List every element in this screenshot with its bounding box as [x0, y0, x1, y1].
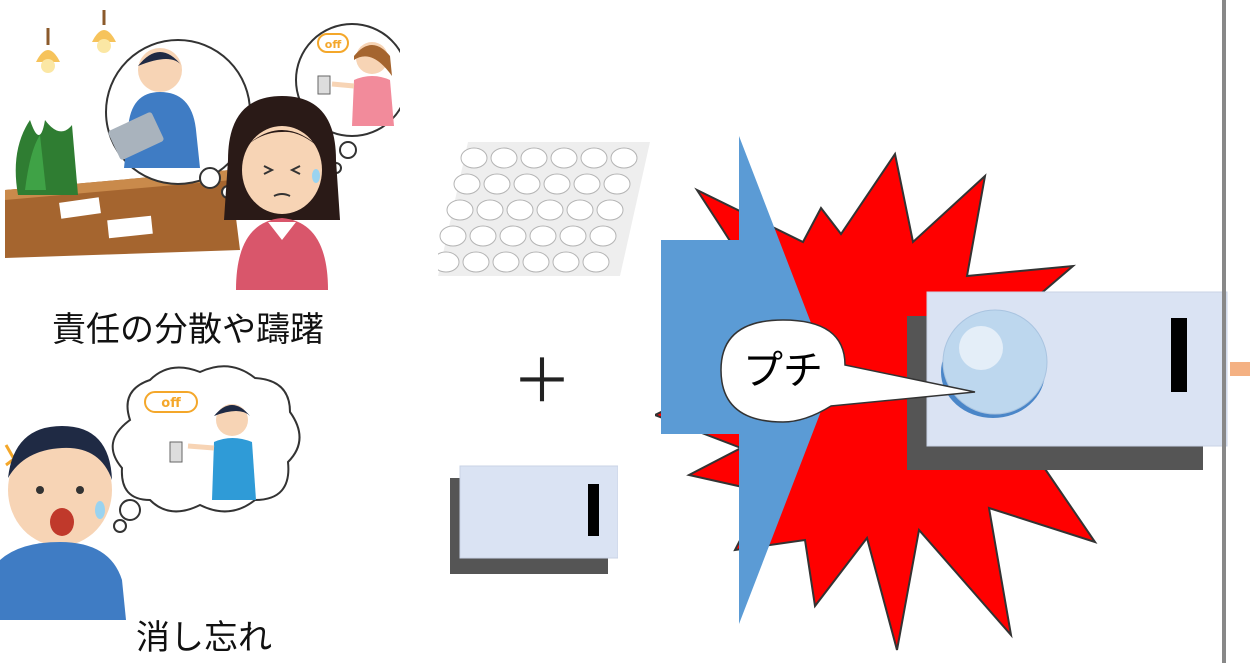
- bubble-cell: [610, 147, 638, 169]
- bubble-cell: [506, 199, 534, 221]
- bubble-cell: [483, 173, 511, 195]
- lamp-icon: [36, 10, 116, 73]
- diffusion-caption: 責任の分散や躊躇: [52, 310, 324, 350]
- bubble-cell: [589, 225, 617, 247]
- switch-zoom: [907, 291, 1228, 470]
- off-label: off: [161, 396, 181, 411]
- vertical-divider: [1222, 0, 1226, 663]
- woman-worried-icon: [224, 96, 340, 290]
- off-label: off: [325, 38, 342, 51]
- bubble-cell: [492, 251, 520, 273]
- bubble-cell: [552, 251, 580, 273]
- burst-diagram: プチ: [655, 136, 1228, 651]
- bubble-cell: [453, 173, 481, 195]
- bubble-cell: [462, 251, 490, 273]
- arrow-stub: [1230, 362, 1250, 376]
- bubble-cell: [550, 147, 578, 169]
- man-switch-icon: [111, 365, 301, 513]
- bubble-cell: [513, 173, 541, 195]
- bubble-cell: [520, 147, 548, 169]
- bubble-cell: [469, 225, 497, 247]
- bubble-cell: [490, 147, 518, 169]
- plant-icon: [15, 120, 78, 195]
- bubble-cell: [460, 147, 488, 169]
- bubble-cell: [439, 225, 467, 247]
- bubble-cell: [529, 225, 557, 247]
- forgot-caption: 消し忘れ: [136, 618, 272, 658]
- bubble-sphere-icon: [941, 309, 1048, 418]
- bubble-cell: [543, 173, 571, 195]
- diffusion-illustration: off: [5, 10, 400, 290]
- bubble-cell: [596, 199, 624, 221]
- light-switch-icon[interactable]: [446, 462, 618, 578]
- bubble-cell: [580, 147, 608, 169]
- bubble-cell: [536, 199, 564, 221]
- bubble-cell: [499, 225, 527, 247]
- petit-label: プチ: [743, 348, 823, 394]
- forgot-illustration: off: [0, 365, 301, 620]
- bubble-cell: [603, 173, 631, 195]
- bubble-cell: [446, 199, 474, 221]
- bubble-cell: [573, 173, 601, 195]
- bubble-wrap-icon: [438, 142, 650, 276]
- bubble-cell: [559, 225, 587, 247]
- woman-switch-icon: [295, 23, 400, 137]
- person-laptop-icon: [105, 39, 251, 185]
- bubble-cell: [438, 251, 460, 273]
- speech-bubble: [720, 319, 976, 423]
- bubble-cell: [566, 199, 594, 221]
- bubble-cell: [522, 251, 550, 273]
- plus-sign: ＋: [512, 347, 572, 417]
- bubble-cell: [476, 199, 504, 221]
- man-surprised-icon: [0, 426, 126, 620]
- bubble-cell: [582, 251, 610, 273]
